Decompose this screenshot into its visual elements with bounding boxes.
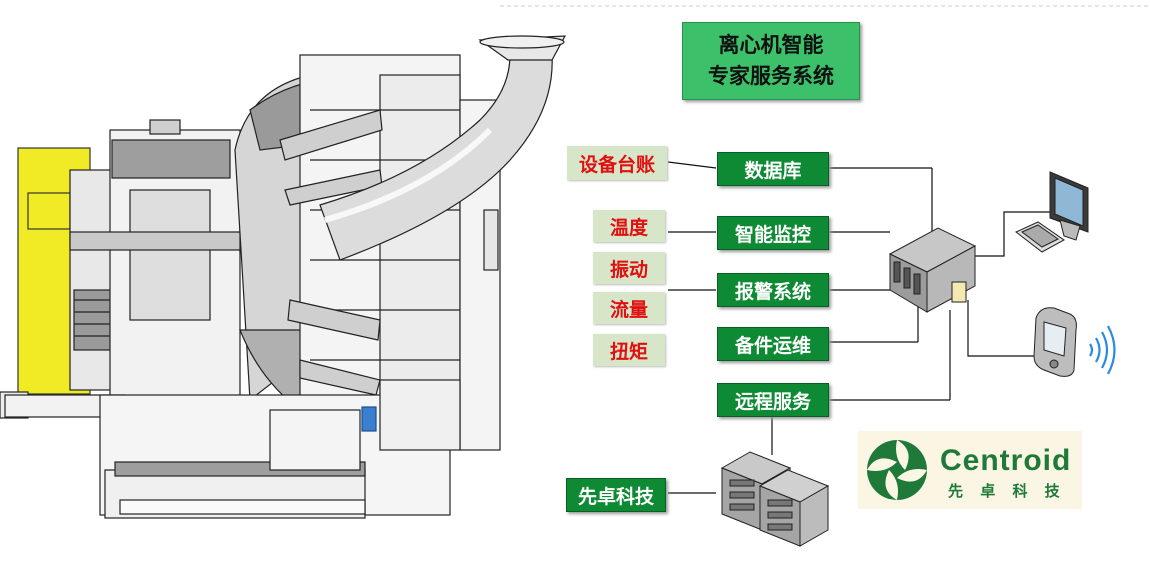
system-title-line2: 专家服务系统: [708, 64, 834, 88]
module-alarm-system: 报警系统: [717, 273, 829, 307]
system-title-line1: 离心机智能: [718, 33, 824, 57]
logo-brand-text: Centroid: [940, 444, 1072, 477]
centrifuge-machine-illustration: [0, 35, 567, 519]
computer-monitor-icon: [1049, 171, 1089, 241]
wireless-signal-icon: [1089, 325, 1116, 375]
handheld-device-icon: [1033, 307, 1077, 377]
system-title-box: 离心机智能 专家服务系统: [682, 22, 860, 100]
keyboard-icon: [1015, 221, 1065, 253]
company-label: 先卓科技: [566, 478, 666, 512]
module-database: 数据库: [717, 152, 829, 186]
label-torque: 扭矩: [593, 334, 665, 366]
server-icon: [888, 227, 977, 313]
label-equipment-ledger: 设备台账: [567, 146, 667, 180]
server-rack-icon: [720, 451, 830, 547]
centroid-logo-icon: [858, 431, 1082, 509]
label-flow: 流量: [593, 292, 665, 324]
logo-subtitle-text: 先 卓 科 技: [948, 482, 1066, 500]
label-vibration: 振动: [593, 252, 665, 284]
label-temperature: 温度: [593, 210, 665, 242]
connector-lines: [667, 161, 1052, 494]
module-spare-parts-ops: 备件运维: [717, 327, 829, 361]
module-remote-service: 远程服务: [717, 383, 829, 417]
module-smart-monitoring: 智能监控: [717, 216, 829, 250]
